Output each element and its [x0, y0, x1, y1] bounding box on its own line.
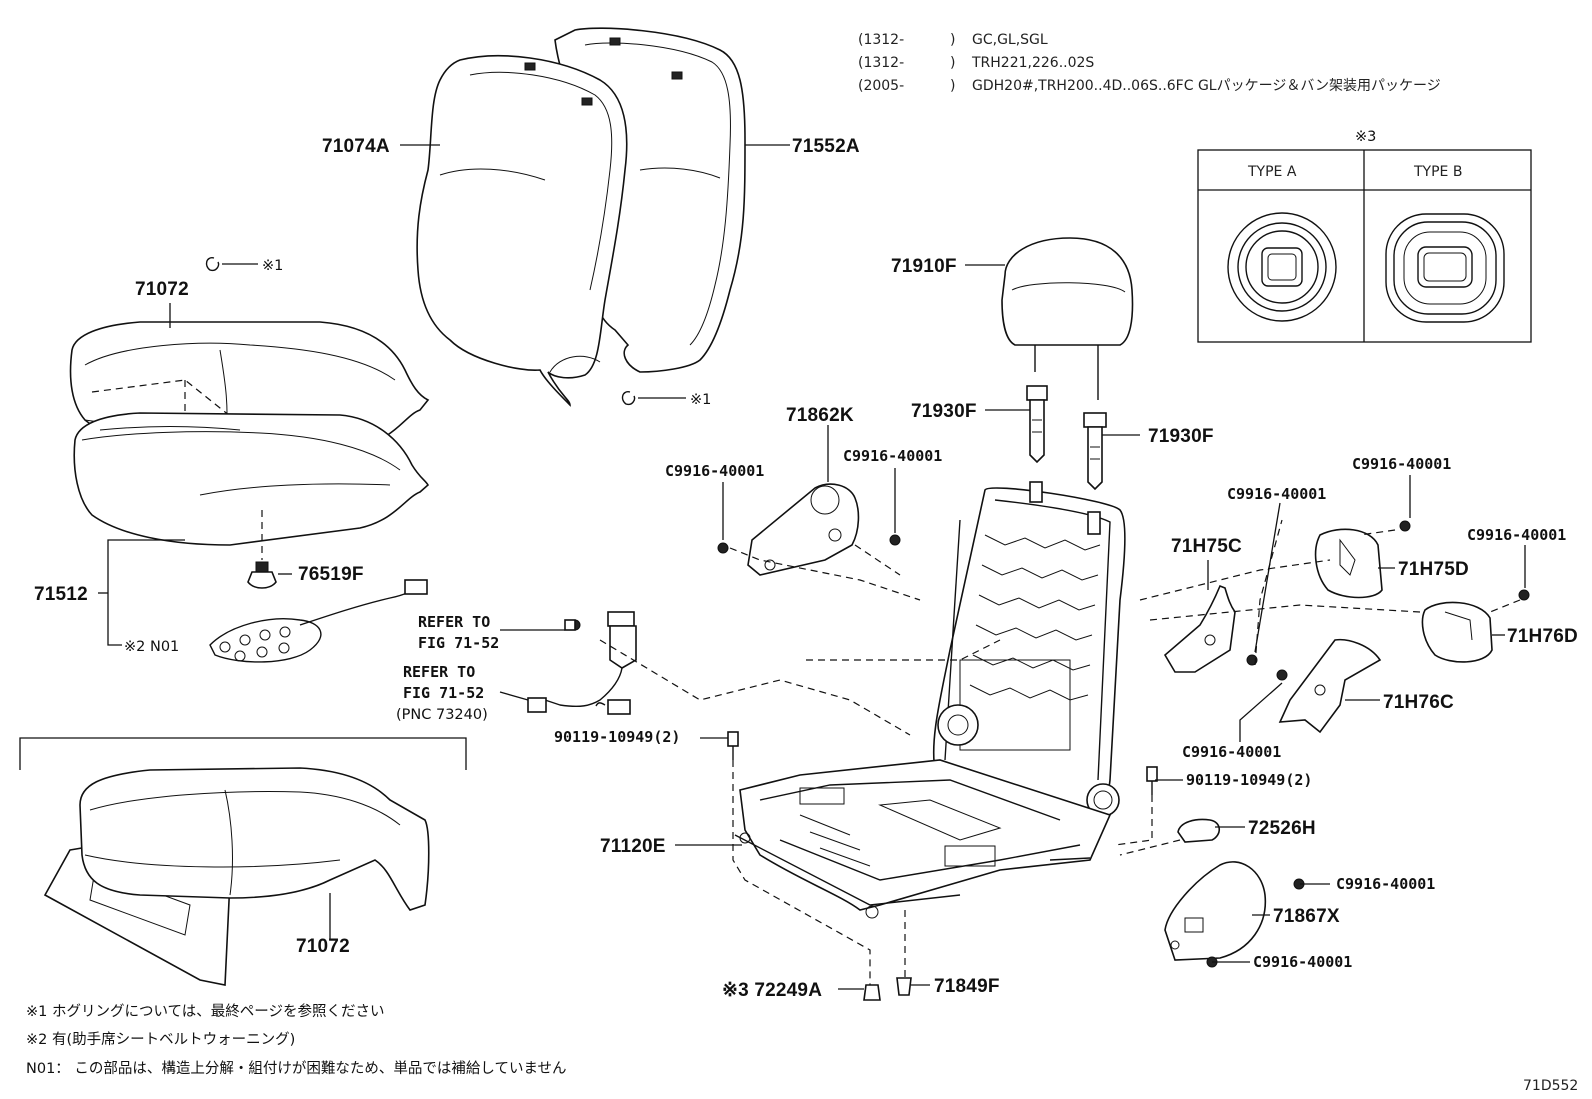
label-71910F: 71910F: [891, 256, 957, 277]
header-models-2: TRH221,226..02S: [971, 55, 1094, 71]
type-box: ※3 TYPE A TYPE B: [1197, 129, 1532, 343]
header-models-1: GC,GL,SGL: [972, 32, 1048, 48]
assembly-lines: [599, 519, 1521, 985]
label-90119-b: 90119-10949(2): [1186, 771, 1312, 789]
knob-72526H: [1177, 818, 1221, 843]
label-71930F-left: 71930F: [911, 401, 977, 422]
label-N01: ※2 N01: [124, 639, 179, 655]
header-range-3: (2005-: [858, 78, 904, 94]
footnotes: ※1 ホグリングについては、最終ページを参照ください ※2 有(助手席シートベル…: [26, 1003, 567, 1077]
applicability-header: (1312- ) GC,GL,SGL (1312- ) TRH221,226..…: [858, 32, 1441, 94]
label-71072-bottom: 71072: [296, 936, 350, 957]
seat-cushion-assembly-71072: [19, 737, 467, 986]
headrest-support-71930F-right: [1083, 412, 1107, 491]
seat-frame-71120E: [734, 481, 1126, 919]
label-C9916-6: C9916-40001: [1182, 743, 1281, 761]
label-C9916-4: C9916-40001: [1227, 485, 1326, 503]
refer-2-line3: (PNC 73240): [396, 707, 488, 723]
seat-cushion-pad-71512: [73, 412, 430, 546]
label-71512: 71512: [34, 584, 88, 605]
label-72526H: 72526H: [1248, 818, 1316, 839]
note-1: ※1 ホグリングについては、最終ページを参照ください: [26, 1003, 384, 1020]
part-labels: 71074A 71552A 71072 76519F 71512 ※2 N01 …: [34, 136, 1578, 1001]
label-71862K: 71862K: [786, 405, 854, 426]
refer-2-line2: FIG 71-52: [403, 684, 484, 702]
clip-76519F: [247, 510, 292, 589]
label-71552A: 71552A: [792, 136, 860, 157]
header-models-3: GDH20#,TRH200..4D..06S..6FC GLパッケージ＆バン架装…: [972, 78, 1441, 94]
label-71H76D: 71H76D: [1507, 626, 1578, 647]
cover-71H76D: [1421, 601, 1493, 663]
cover-71H75D: [1314, 528, 1383, 599]
assembly-bracket: [19, 737, 467, 770]
label-C9916-1: C9916-40001: [665, 462, 764, 480]
label-71H75D: 71H75D: [1398, 559, 1469, 580]
leader-lines: [169, 144, 1526, 990]
hog-ring-note-2: ※1: [690, 392, 711, 408]
label-76519F: 76519F: [298, 564, 364, 585]
label-71H76C: 71H76C: [1383, 692, 1454, 713]
label-71930F-right: 71930F: [1148, 426, 1214, 447]
type-b-grommet-image: [1385, 213, 1505, 323]
label-C9916-3: C9916-40001: [1352, 455, 1451, 473]
header-close-3: ): [950, 78, 955, 94]
note-2: ※2 有(助手席シートベルトウォーニング): [26, 1031, 295, 1048]
leader-71512-bracket: [107, 539, 185, 646]
note-3: N01： この部品は、構造上分解・組付けが困難なため、単品では補給していません: [26, 1060, 567, 1077]
refer-1-line1: REFER TO: [418, 613, 490, 631]
screw-set: [717, 520, 1530, 1001]
label-71849F: 71849F: [934, 976, 1000, 997]
header-range-1: (1312-: [858, 32, 904, 48]
bracket-71862K: [747, 483, 860, 576]
hog-ring-2: ※1: [621, 391, 711, 408]
refer-2-line1: REFER TO: [403, 663, 475, 681]
label-72249A: ※3 72249A: [722, 980, 822, 1001]
seat-belt-buckle: [527, 611, 637, 715]
label-90119-a: 90119-10949(2): [554, 728, 680, 746]
label-C9916-8: C9916-40001: [1253, 953, 1352, 971]
headrest-support-71930F-left: [1026, 385, 1048, 464]
bracket-71H76C: [1278, 638, 1382, 734]
seatback-cover-71074A: [416, 54, 628, 407]
label-71072-top: 71072: [135, 279, 189, 300]
label-71074A: 71074A: [322, 136, 390, 157]
header-close-2: ): [950, 55, 955, 71]
label-C9916-5: C9916-40001: [1467, 526, 1566, 544]
label-71H75C: 71H75C: [1171, 536, 1242, 557]
label-71867X: 71867X: [1273, 906, 1340, 927]
type-b-label: TYPE B: [1413, 164, 1462, 180]
type-a-grommet-image: [1227, 212, 1337, 322]
label-C9916-2: C9916-40001: [843, 447, 942, 465]
label-71120E: 71120E: [600, 836, 666, 857]
header-close-1: ): [950, 32, 955, 48]
label-C9916-7: C9916-40001: [1336, 875, 1435, 893]
type-box-marker: ※3: [1355, 129, 1376, 145]
figure-id: 71D552: [1523, 1078, 1578, 1094]
header-range-2: (1312-: [858, 55, 904, 71]
hog-ring-note-1: ※1: [262, 258, 283, 274]
type-a-label: TYPE A: [1247, 164, 1297, 180]
seatbelt-warning-mat-N01: [209, 579, 428, 663]
refer-to-labels: REFER TO FIG 71-52 REFER TO FIG 71-52 (P…: [396, 613, 499, 723]
bracket-71H75C: [1163, 584, 1236, 673]
hog-ring-1: ※1: [205, 257, 283, 274]
headrest-71910F: [1001, 237, 1134, 400]
shield-71867X: [1164, 861, 1267, 961]
refer-1-line2: FIG 71-52: [418, 634, 499, 652]
